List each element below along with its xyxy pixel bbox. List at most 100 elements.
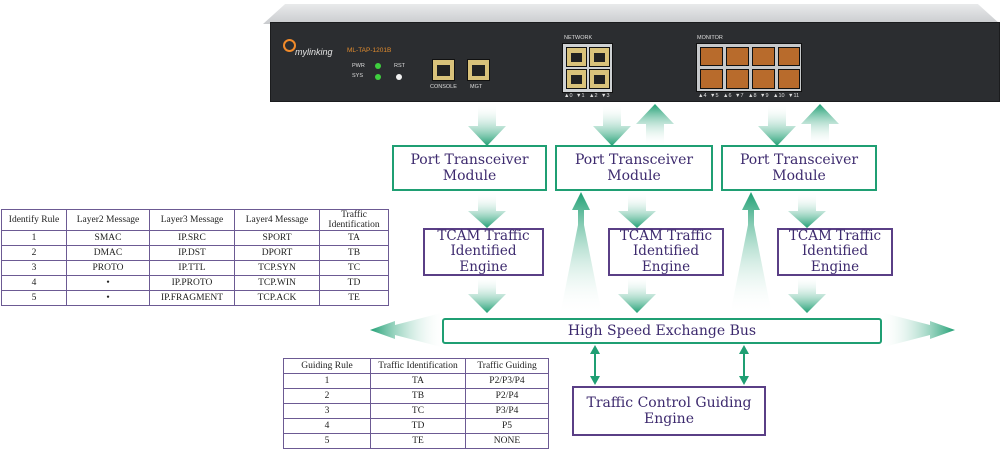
tcam-engine-2: TCAM Traffic Identified Engine [608,228,724,276]
cell: IP.SRC [149,230,235,246]
port-transceiver-module-2: Port Transceiver Module [555,145,713,191]
cell: P5 [465,418,549,434]
header-identify-rule: Identify Rule [1,209,67,231]
cell: TE [370,433,466,449]
arrow-bus-to-module-2 [560,192,602,315]
cell: DPORT [234,245,320,261]
arrow-bus-engine-left [590,345,600,385]
monitor-port-label-11: ▼11 [788,93,800,99]
monitor-port-9[interactable] [752,69,775,89]
arrow-device-to-module-2 [593,104,631,146]
table-row: 4 • IP.PROTO TCP.WIN TD [1,275,389,291]
monitor-port-5[interactable] [700,69,723,89]
cell: 1 [1,230,67,246]
table-row: 2 DMAC IP.DST DPORT TB [1,245,389,261]
header-traffic-identification: Traffic Identification [319,209,389,231]
cell: TCP.ACK [234,290,320,306]
device-chassis-top [263,4,1000,24]
monitor-port-label-8: ▲8 [748,93,757,99]
transceiver-2-label: Port Transceiver Module [574,152,694,184]
arrow-bus-to-module-3 [730,192,772,315]
tcam-1-line1: TCAM Traffic [437,227,530,244]
cell: SPORT [234,230,320,246]
network-port-label-1: ▼1 [576,93,585,99]
cell: 2 [1,245,67,261]
monitor-sfp-cage [696,43,802,92]
table-row: 5 TE NONE [283,433,549,449]
transceiver-1-label: Port Transceiver Module [410,152,529,184]
table-row: 5 • IP.FRAGMENT TCP.ACK TE [1,290,389,306]
network-port-1[interactable] [589,47,610,67]
header-traffic-guiding: Traffic Guiding [465,358,549,374]
cell: 4 [1,275,67,291]
cell: 2 [283,388,371,404]
brand-logo-icon [283,39,296,52]
table-row: 4 TD P5 [283,418,549,434]
monitor-port-label-10: ▲10 [773,93,785,99]
cell: P3/P4 [465,403,549,419]
cell: P2/P4 [465,388,549,404]
arrow-tcam-3-to-bus [788,276,826,313]
header-traffic-identification: Traffic Identification [370,358,466,374]
port-transceiver-module-1: Port Transceiver Module [392,145,547,191]
tcam-engine-3: TCAM Traffic Identified Engine [777,228,893,276]
cell: 3 [1,260,67,276]
cell: 3 [283,403,371,419]
network-port-label-3: ▼3 [601,93,610,99]
monitor-port-8[interactable] [752,47,775,66]
traffic-control-guiding-engine: Traffic Control Guiding Engine [572,386,766,436]
network-port-3[interactable] [589,69,610,89]
cell: IP.PROTO [149,275,235,291]
cell: TCP.WIN [234,275,320,291]
model-label: ML-TAP-1201B [347,47,392,54]
monitor-port-label-5: ▼5 [710,93,719,99]
network-port-label-2: ▲2 [589,93,598,99]
network-label: NETWORK [564,35,593,41]
monitor-port-6[interactable] [726,47,749,66]
monitor-port-label-7: ▼7 [735,93,744,99]
cell: TCP.SYN [234,260,320,276]
cell: TD [319,275,389,291]
cell: IP.FRAGMENT [149,290,235,306]
cell: TD [370,418,466,434]
table-row: 1 SMAC IP.SRC SPORT TA [1,230,389,246]
cell: P2/P3/P4 [465,373,549,389]
mgt-port[interactable] [467,59,490,81]
cell: IP.DST [149,245,235,261]
cell: TA [319,230,389,246]
arrow-module-2-to-device [636,104,674,146]
network-port-block [562,43,613,93]
tcam-2-line1: TCAM Traffic [619,227,713,244]
cell: TE [319,290,389,306]
monitor-port-11[interactable] [778,69,800,89]
cell: 5 [283,433,371,449]
arrow-tcam-1-to-bus [468,276,506,313]
cell: 5 [1,290,67,306]
table-row: 1 TA P2/P3/P4 [283,373,549,389]
pwr-led [375,63,381,69]
monitor-port-10[interactable] [778,47,800,66]
transceiver-3-label: Port Transceiver Module [739,152,859,184]
network-port-0[interactable] [566,47,587,67]
monitor-port-4[interactable] [700,47,723,66]
reset-button[interactable] [396,74,402,80]
cell: SMAC [66,230,150,246]
cell: 1 [283,373,371,389]
network-port-2[interactable] [566,69,587,89]
console-port[interactable] [432,59,455,81]
cell: TC [319,260,389,276]
monitor-port-7[interactable] [726,69,749,89]
arrow-device-to-module-1 [468,104,506,146]
guiding-engine-label: Traffic Control Guiding Engine [586,394,752,427]
network-tap-device: mylinking ML-TAP-1201B PWR SYS RST CONSO… [270,22,1000,102]
arrow-module-1-to-tcam-1 [468,193,506,228]
reset-label: RST [394,63,405,69]
console-label: CONSOLE [430,84,457,90]
arrow-module-2-to-tcam-2 [618,193,656,228]
cell: TC [370,403,466,419]
header-guiding-rule: Guiding Rule [283,358,371,374]
cell: TA [370,373,466,389]
header-layer4: Layer4 Message [234,209,320,231]
bus-label: High Speed Exchange Bus [567,323,757,339]
